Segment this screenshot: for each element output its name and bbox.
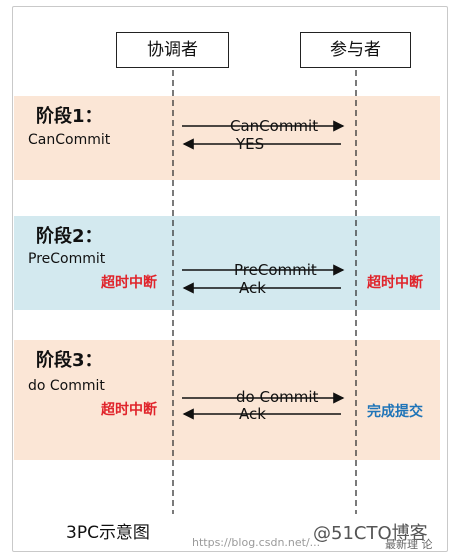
phase1-title: 阶段1： [36, 106, 103, 127]
msg-ack3-label: Ack [239, 405, 266, 423]
phase1-subtitle: CanCommit [28, 132, 111, 148]
phase3-coordinator-timeout: 超时中断 [101, 402, 157, 418]
watermark-logo: 最新理 论 [385, 538, 433, 551]
phase3-subtitle: do Commit [28, 378, 105, 394]
phase3-title: 阶段3： [36, 350, 103, 371]
msg-yes-label: YES [236, 135, 265, 153]
msg-precommit-label: PreCommit [234, 261, 317, 279]
phase2-coordinator-timeout: 超时中断 [101, 275, 157, 291]
msg-cancommit-label: CanCommit [230, 117, 319, 135]
phase3-participant-commit: 完成提交 [367, 404, 423, 420]
msg-ack2-label: Ack [239, 279, 266, 297]
phase1-band [14, 96, 440, 180]
phase3-band [14, 340, 440, 460]
watermark: @51CTO博客 [313, 523, 428, 544]
watermark-url: https://blog.csdn.net/... [192, 536, 321, 549]
participant-box: 参与者 [300, 32, 411, 68]
phase2-band [14, 216, 440, 310]
phase2-participant-timeout: 超时中断 [367, 275, 423, 291]
msg-docommit-label: do Commit [236, 388, 319, 406]
phase2-title: 阶段2： [36, 226, 103, 247]
diagram-title: 3PC示意图 [66, 523, 150, 543]
phase2-subtitle: PreCommit [28, 251, 106, 267]
coordinator-box: 协调者 [116, 32, 229, 68]
